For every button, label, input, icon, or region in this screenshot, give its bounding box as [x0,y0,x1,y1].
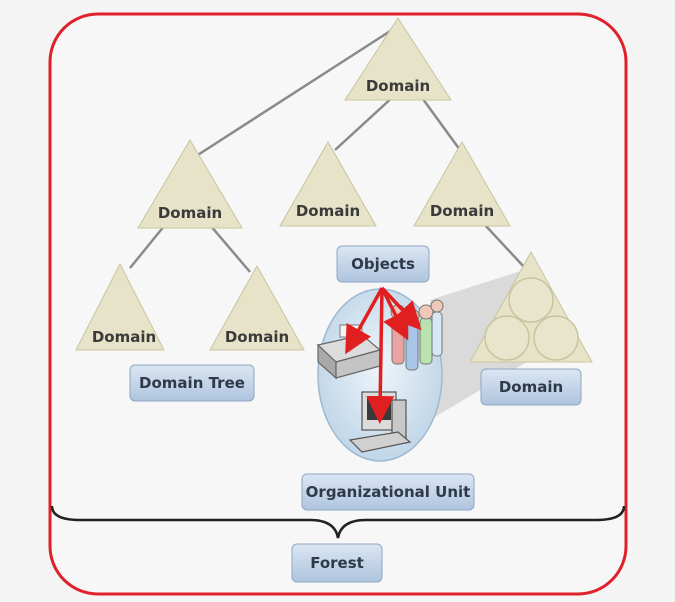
domain-middle-label: Domain [296,202,360,220]
arrow-to-users-2 [380,286,422,331]
arrow-to-computer [366,287,395,424]
organizational-unit-label: Organizational Unit [301,473,475,511]
arrow-to-printer [345,287,384,355]
domain-leaf-left: Domain [75,262,165,351]
domain-detail-label: Domain [480,368,582,406]
domain-right: Domain [413,140,511,227]
domain-root: Domain [344,17,452,101]
domain-tree-label: Domain Tree [129,364,255,402]
domain-left-label: Domain [158,204,222,222]
organizational-unit-label-text: Organizational Unit [306,483,471,501]
forest-label-text: Forest [310,554,364,572]
domain-tree-label-text: Domain Tree [139,374,245,392]
domain-leaf-left-label: Domain [92,328,156,346]
forest-brace [50,505,626,539]
domain-middle: Domain [279,140,377,227]
domain-root-label: Domain [366,77,430,95]
connector-root-right [418,94,462,151]
ou-circle-right [533,315,579,361]
object-arrows [345,286,422,424]
connector-right-detail [484,224,526,269]
domain-leaf-right-label: Domain [225,328,289,346]
domain-leaf-right: Domain [209,264,305,351]
ou-circle-top [508,277,554,323]
objects-label: Objects [336,245,430,283]
domain-right-label: Domain [430,202,494,220]
ou-circle-left [484,315,530,361]
connector-root-middle [334,94,396,151]
domain-detail-triangle [469,250,593,363]
connector-root-left [189,24,399,162]
tree-connectors [129,24,526,273]
objects-label-text: Objects [351,255,415,273]
connector-left-leafright [209,224,251,273]
domain-left: Domain [137,139,243,229]
forest-label: Forest [291,543,383,583]
domain-detail-label-text: Domain [499,378,563,396]
connector-left-leafleft [129,224,166,269]
